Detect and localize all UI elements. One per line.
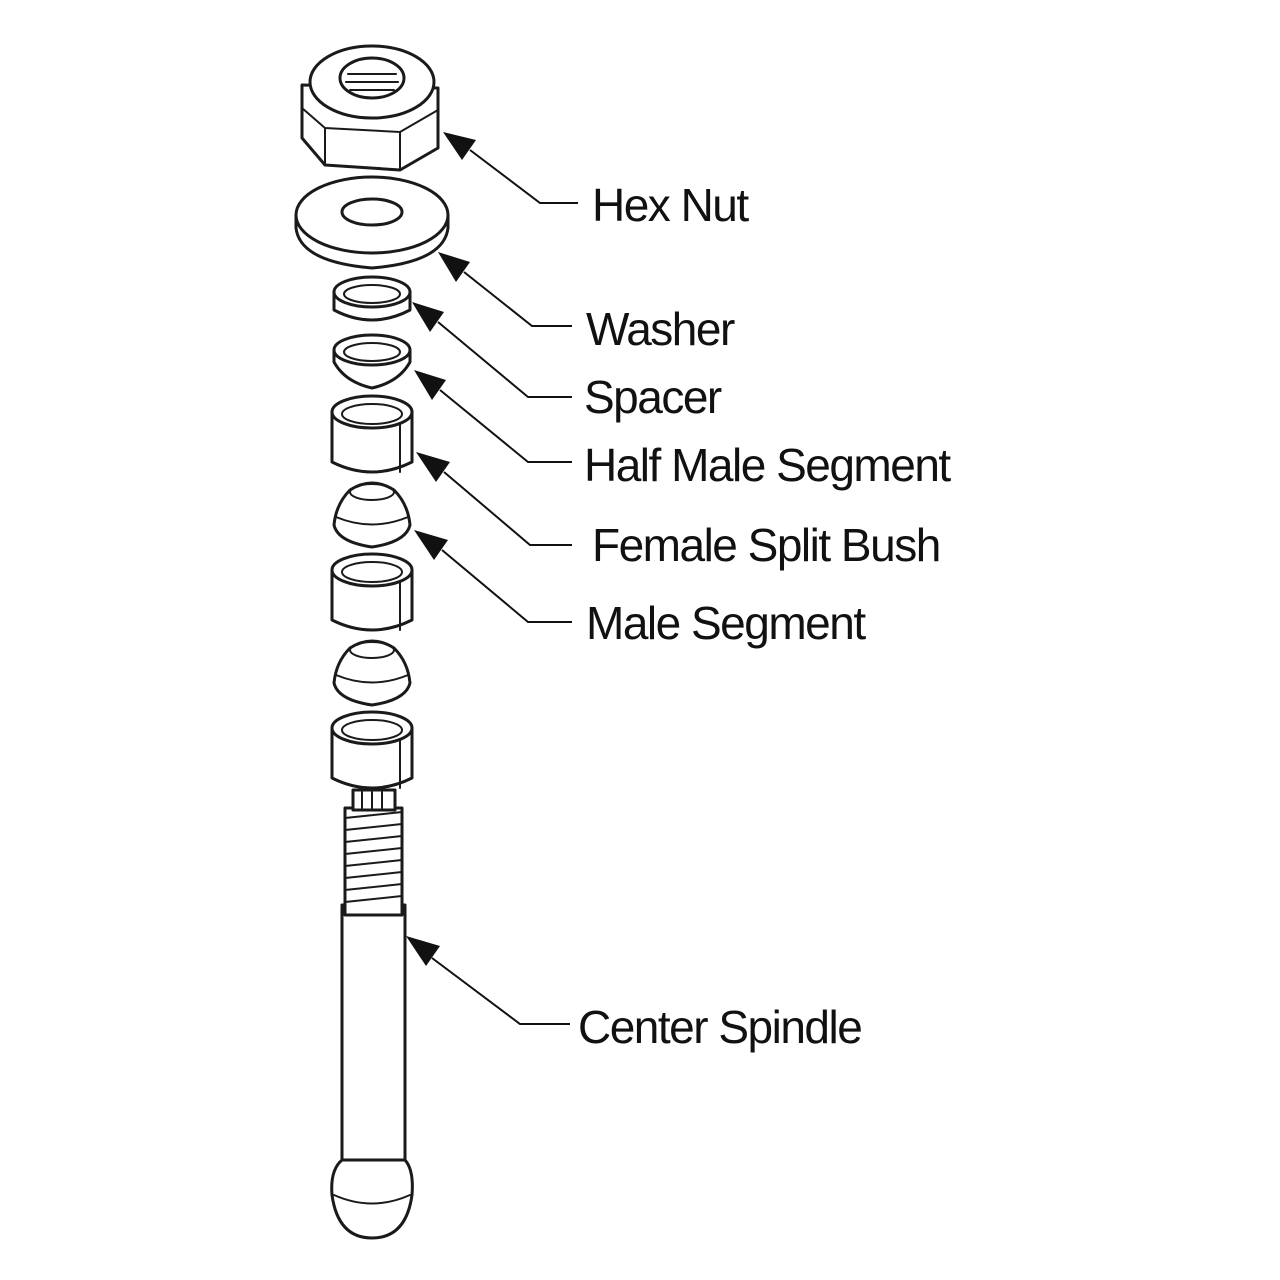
label-female-split-bush: Female Split Bush [592,519,941,571]
spacer-part [332,333,412,390]
label-washer: Washer [586,303,735,355]
lower-bush-part [332,639,412,707]
label-hex-nut: Hex Nut [592,179,749,231]
label-half-male-segment: Half Male Segment [584,439,951,491]
washer-part [294,175,450,270]
label-male-segment: Male Segment [586,597,866,649]
upper-spacer-part [332,275,412,322]
male-segment-part [330,552,414,632]
female-split-bush-part [332,481,412,549]
label-spacer: Spacer [584,371,722,423]
lower-segment-part [330,710,414,790]
half-male-segment-part [330,394,414,474]
hex-nut-part [300,44,440,172]
spindle-threads [344,811,403,903]
label-center-spindle: Center Spindle [578,1001,863,1053]
center-spindle-part [330,788,414,1240]
leader-lines [406,132,578,1025]
